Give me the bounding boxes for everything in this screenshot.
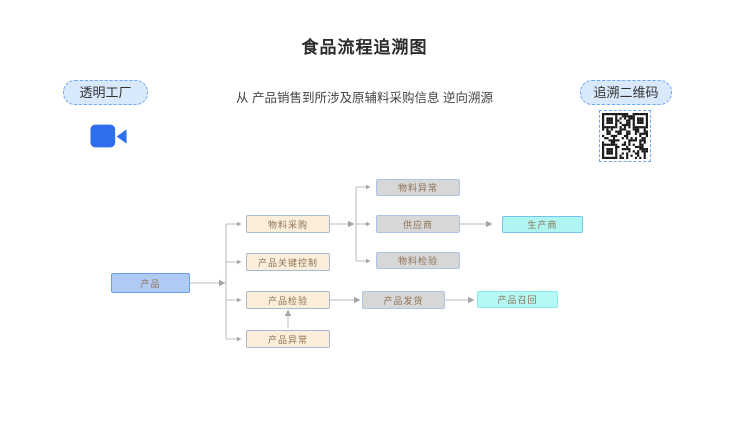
flow-node-material-purchase: 物料采购	[246, 215, 330, 233]
flow-node-key-control: 产品关键控制	[246, 253, 330, 271]
qr-code-icon	[599, 110, 651, 162]
trace-qrcode-badge[interactable]: 追溯二维码	[580, 80, 672, 105]
transparent-factory-badge[interactable]: 透明工厂	[63, 80, 148, 105]
flow-node-product-recall: 产品召回	[477, 291, 558, 308]
flow-node-manufacturer: 生产商	[502, 216, 583, 233]
flow-node-product-shipment: 产品发货	[362, 291, 445, 309]
flow-node-material-abnormal: 物料异常	[376, 179, 460, 196]
qr-code-svg	[602, 113, 648, 159]
video-camera-icon-svg	[90, 124, 127, 148]
video-camera-icon[interactable]	[90, 123, 128, 150]
flow-node-supplier: 供应商	[376, 215, 460, 233]
flow-node-product-inspection: 产品检验	[246, 291, 330, 309]
page-subtitle: 从 产品销售到所涉及原辅料采购信息 逆向溯源	[236, 91, 493, 105]
page-title: 食品流程追溯图	[301, 38, 428, 57]
flow-node-product-abnormal: 产品异常	[246, 330, 330, 348]
flow-node-material-inspection: 物料检验	[376, 252, 460, 269]
flow-node-product: 产品	[111, 273, 190, 293]
